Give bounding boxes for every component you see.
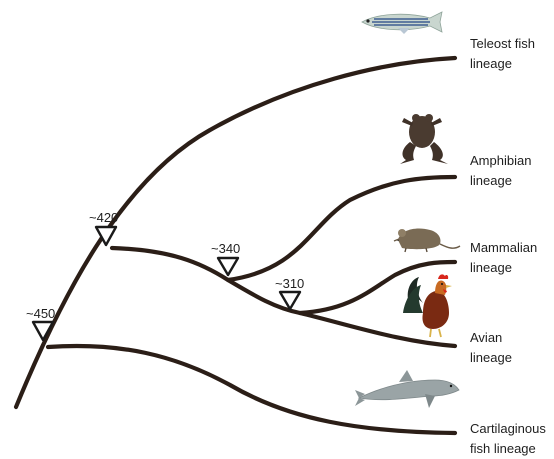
lineage-label-line: lineage — [470, 171, 531, 191]
node-label: ~450 — [26, 306, 55, 321]
lineage-label-line: Mammalian — [470, 238, 537, 258]
mouse-icon — [394, 228, 460, 252]
lineage-label-line: Teleost fish — [470, 34, 535, 54]
divergence-node-310: ~310 — [275, 276, 304, 309]
node-label: ~310 — [275, 276, 304, 291]
lineage-label-avian: Avian lineage — [470, 328, 512, 368]
rooster-icon — [403, 274, 452, 337]
trunk-branch — [16, 58, 455, 407]
lineage-label-line: Amphibian — [470, 151, 531, 171]
lineage-label-teleost: Teleost fish lineage — [470, 34, 535, 74]
lineage-label-line: lineage — [470, 348, 512, 368]
lineage-label-amphibian: Amphibian lineage — [470, 151, 531, 191]
lineage-label-line: lineage — [470, 54, 535, 74]
lineage-label-line: Avian — [470, 328, 512, 348]
divergence-node-450: ~450 — [26, 306, 55, 340]
lineage-label-mammalian: Mammalian lineage — [470, 238, 537, 278]
lineage-label-line: fish lineage — [470, 439, 546, 459]
lineage-label-line: lineage — [470, 258, 537, 278]
lineage-label-line: Cartilaginous — [470, 419, 546, 439]
divergence-node-420: ~420 — [89, 210, 118, 245]
shark-icon — [355, 370, 459, 408]
triangle-marker-icon — [218, 258, 238, 275]
frog-icon — [400, 114, 448, 164]
lineage-label-cartilaginous: Cartilaginous fish lineage — [470, 419, 546, 459]
node-label: ~340 — [211, 241, 240, 256]
zebrafish-icon — [362, 12, 442, 34]
node-label: ~420 — [89, 210, 118, 225]
divergence-node-340: ~340 — [211, 241, 240, 275]
